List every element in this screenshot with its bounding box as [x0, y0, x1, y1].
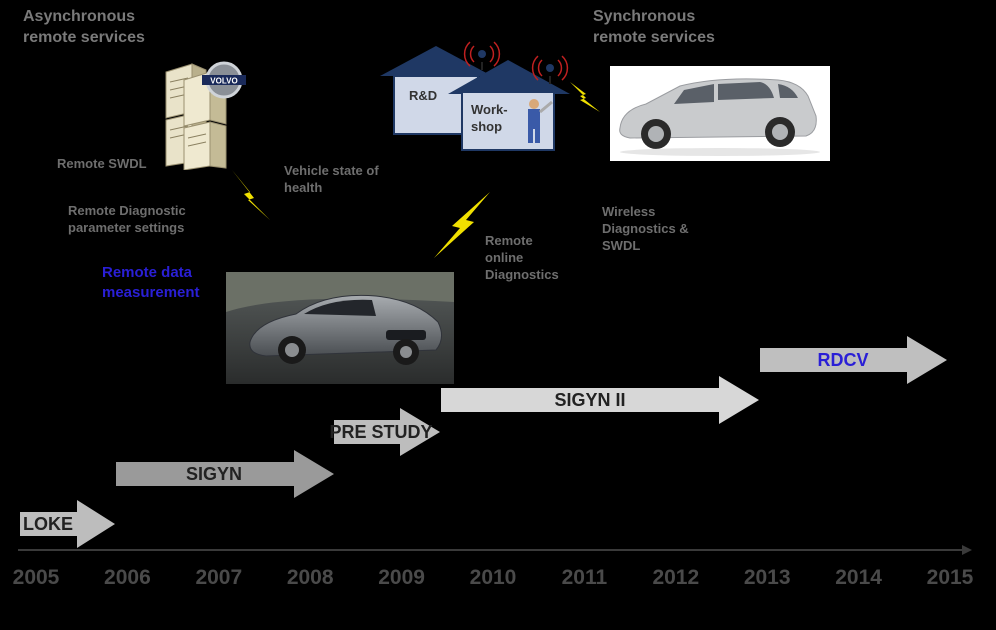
year-label: 2015	[927, 566, 974, 589]
timeline-chart: LOKE SIGYN PRE STUDY SIGYN II RDCV 2005 2006 2…	[13, 336, 974, 589]
year-label: 2011	[562, 566, 608, 589]
year-label: 2014	[835, 566, 882, 589]
antenna-icon	[531, 55, 569, 84]
phase-label: SIGYN II	[554, 390, 625, 410]
phase-arrow-loke	[20, 500, 115, 548]
svg-text:Work-: Work-	[471, 102, 508, 117]
remote-swdl-label: Remote SWDL	[57, 156, 147, 171]
phase-label: SIGYN	[186, 464, 242, 484]
phase-arrow-rdcv	[760, 336, 947, 384]
lightning-bolt-icon	[434, 192, 490, 258]
coupe-car-image	[226, 272, 454, 384]
svg-text:R&D: R&D	[409, 88, 437, 103]
volvo-logo-icon: VOLVO	[202, 61, 246, 99]
phase-label: LOKE	[23, 514, 73, 534]
buildings-image: R&D Work- shop	[380, 41, 570, 151]
lightning-bolt-icon	[232, 170, 270, 220]
year-label: 2005	[13, 566, 60, 589]
year-label: 2009	[378, 566, 425, 589]
year-label: 2008	[287, 566, 334, 589]
server-unit-3	[183, 71, 227, 170]
timeline-axis-arrowhead	[962, 545, 972, 555]
phase-label: PRE STUDY	[329, 422, 432, 442]
year-label: 2010	[470, 566, 517, 589]
phase-label: RDCV	[817, 350, 868, 370]
svg-text:VOLVO: VOLVO	[210, 77, 237, 86]
lightning-bolt-icon	[570, 82, 600, 112]
year-label: 2007	[195, 566, 242, 589]
year-label: 2013	[744, 566, 791, 589]
phase-arrow-sigyn-ii	[441, 376, 759, 424]
mechanic-figure-icon	[528, 99, 553, 143]
year-label: 2006	[104, 566, 151, 589]
suv-car-image	[610, 66, 830, 161]
phase-arrow-pre-study	[334, 408, 440, 456]
svg-text:shop: shop	[471, 119, 502, 134]
server-stack-image: VOLVO	[165, 61, 246, 170]
phase-arrow-sigyn	[116, 450, 334, 498]
antenna-icon	[463, 41, 501, 70]
year-label: 2012	[652, 566, 699, 589]
